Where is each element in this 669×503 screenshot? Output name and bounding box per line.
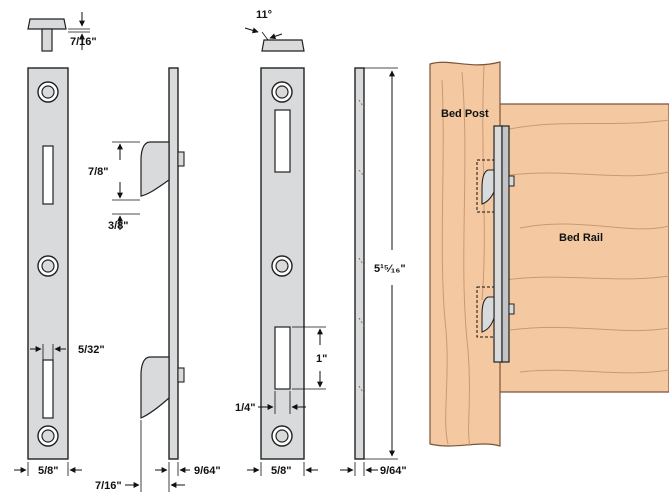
wedge-cap-profile <box>261 39 305 52</box>
slot-width-label: 5/32" <box>78 344 105 356</box>
installed-lower-hook <box>481 296 495 333</box>
screw-hole <box>37 425 59 447</box>
hook-lip-label: 3/8" <box>108 220 129 232</box>
hook-rivet <box>177 367 185 383</box>
bed-post <box>429 61 501 447</box>
hook-plate-side: 7/8" 3/8" 7/16" 9/64" <box>88 67 221 492</box>
hook-depth-label: 7/16" <box>95 480 122 492</box>
plate-width-b-label: 5/8" <box>271 465 292 477</box>
receiver-plate-edge <box>354 67 365 460</box>
screw-hole <box>37 255 59 277</box>
angle-label: 11° <box>256 9 272 21</box>
bed-rail-label: Bed Rail <box>559 232 603 244</box>
lower-hook-profile <box>140 356 170 419</box>
hook-rivet <box>508 175 515 187</box>
hook-cap-profile <box>27 18 67 30</box>
hook-stem-profile <box>41 28 53 52</box>
installed-receiver-plate <box>493 125 503 363</box>
hook-rivet <box>177 151 185 167</box>
thickness-b-label: 9/64" <box>380 465 407 477</box>
screw-hole <box>271 255 293 277</box>
screw-hole <box>271 425 293 447</box>
receiver-slot <box>274 109 291 173</box>
receiver-plate-side: 5¹⁵⁄₁₆" 9/64" <box>340 67 407 477</box>
installed-hook-plate <box>501 125 510 363</box>
hook-span-label: 7/8" <box>88 166 109 178</box>
screw-hole <box>271 81 293 103</box>
hook-plate-front: 7/16" 5/32" 5/8" <box>14 12 105 477</box>
hook-slot <box>42 359 54 419</box>
upper-hook-profile <box>140 141 170 197</box>
plate-width-a-label: 5/8" <box>38 465 59 477</box>
rail-grain <box>504 119 669 374</box>
installation-view: Bed Post Bed Rail <box>429 61 669 447</box>
hook-rivet <box>508 303 515 315</box>
receiver-slot <box>274 326 291 390</box>
bed-rail <box>497 103 669 393</box>
slot-width-b-label: 1/4" <box>235 402 256 414</box>
plate-length-label: 5¹⁵⁄₁₆" <box>374 263 406 275</box>
hidden-line <box>358 99 365 395</box>
slot-length-label: 1" <box>316 353 327 365</box>
bed-post-label: Bed Post <box>441 108 489 120</box>
cap-height-label: 7/16" <box>70 36 97 48</box>
hook-slot <box>42 145 54 205</box>
screw-hole <box>37 81 59 103</box>
hook-plate-edge <box>168 67 179 460</box>
receiver-plate-front: 11° 1" 1/4" 5/8" <box>235 9 327 477</box>
installed-upper-hook <box>481 169 495 205</box>
thickness-a-label: 9/64" <box>194 465 221 477</box>
